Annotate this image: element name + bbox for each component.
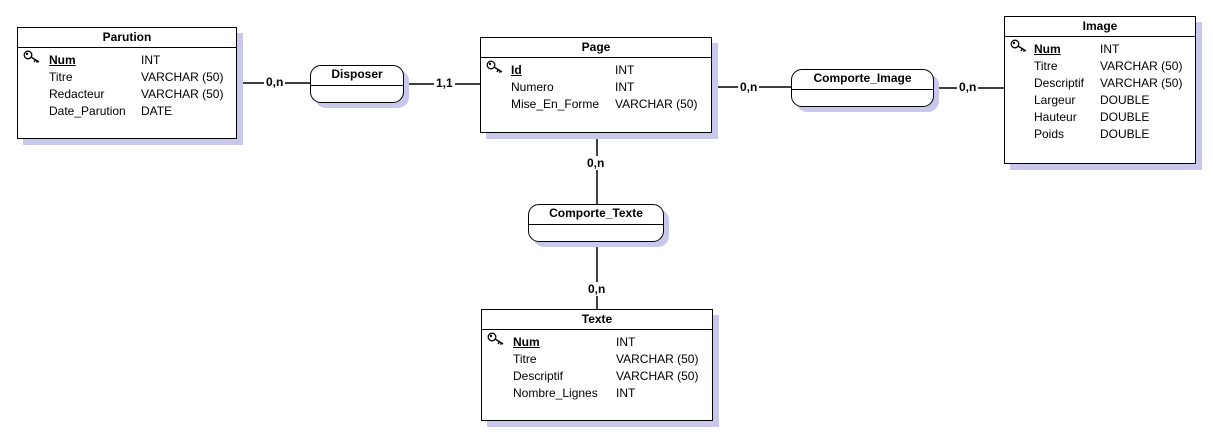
entity-texte[interactable]: Texte Num INT Titre VARCHAR (50) Descrip… [481, 309, 713, 421]
attribute-row: Titre VARCHAR (50) [18, 69, 236, 86]
attribute-type: INT [141, 53, 161, 67]
attribute-name: Titre [1034, 59, 1058, 73]
attribute-name: Date_Parution [49, 104, 126, 118]
attribute-row: Nombre_Lignes INT [482, 385, 712, 402]
attribute-type: VARCHAR (50) [616, 352, 699, 366]
attribute-name: Titre [49, 70, 73, 84]
attribute-name: Num [513, 335, 540, 349]
attribute-type: DOUBLE [1100, 110, 1150, 124]
entity-image[interactable]: Image Num INT Titre VARCHAR (50) Descrip… [1004, 16, 1196, 164]
cardinality-page-comporte-image: 0,n [738, 80, 760, 94]
cardinality-comporte-texte-texte: 0,n [586, 282, 608, 296]
attribute-name: Descriptif [513, 369, 564, 383]
cardinality-comporte-image-image: 0,n [957, 80, 979, 94]
cardinality-page-comporte-texte: 0,n [585, 156, 607, 170]
attribute-name: Nombre_Lignes [513, 386, 598, 400]
attribute-type: VARCHAR (50) [141, 70, 224, 84]
attribute-row: Largeur DOUBLE [1005, 92, 1195, 109]
attribute-name: Id [511, 63, 522, 77]
attribute-row: Descriptif VARCHAR (50) [482, 368, 712, 385]
key-icon [23, 50, 40, 63]
attribute-name: Descriptif [1034, 76, 1085, 90]
attribute-type: INT [615, 80, 635, 94]
attribute-row: Num INT [18, 52, 236, 69]
association-comporte-image[interactable]: Comporte_Image [791, 69, 934, 107]
attribute-type: VARCHAR (50) [1100, 59, 1183, 73]
attribute-row: Redacteur VARCHAR (50) [18, 86, 236, 103]
attribute-name: Redacteur [49, 87, 105, 101]
attribute-row: Hauteur DOUBLE [1005, 109, 1195, 126]
association-disposer[interactable]: Disposer [310, 65, 404, 103]
attribute-type: INT [616, 386, 636, 400]
attribute-type: DATE [141, 104, 173, 118]
attribute-name: Num [49, 53, 76, 67]
attribute-row: Descriptif VARCHAR (50) [1005, 75, 1195, 92]
attribute-type: VARCHAR (50) [141, 87, 224, 101]
attribute-type: VARCHAR (50) [615, 97, 698, 111]
attribute-type: VARCHAR (50) [1100, 76, 1183, 90]
attribute-row: Poids DOUBLE [1005, 126, 1195, 143]
attribute-type: INT [616, 335, 636, 349]
entity-title: Page [481, 38, 711, 58]
entity-title: Image [1005, 17, 1195, 37]
attribute-row: Titre VARCHAR (50) [1005, 58, 1195, 75]
attribute-row: Num INT [1005, 41, 1195, 58]
association-title: Comporte_Texte [529, 205, 663, 225]
attribute-row: Mise_En_Forme VARCHAR (50) [481, 96, 711, 113]
attribute-type: DOUBLE [1100, 93, 1150, 107]
attribute-name: Titre [513, 352, 537, 366]
attribute-row: Date_Parution DATE [18, 103, 236, 120]
attribute-name: Largeur [1034, 93, 1076, 107]
attribute-type: INT [1100, 42, 1120, 56]
attribute-row: Titre VARCHAR (50) [482, 351, 712, 368]
attribute-name: Mise_En_Forme [511, 97, 600, 111]
entity-page[interactable]: Page Id INT Numero INT Mise_En_Forme VAR… [480, 37, 712, 133]
attribute-type: DOUBLE [1100, 127, 1150, 141]
attribute-name: Poids [1034, 127, 1065, 141]
attribute-row: Numero INT [481, 79, 711, 96]
attribute-name: Num [1034, 42, 1061, 56]
attribute-row: Id INT [481, 62, 711, 79]
key-icon [487, 332, 504, 345]
attribute-row: Num INT [482, 334, 712, 351]
cardinality-parution-disposer: 0,n [264, 75, 286, 89]
association-comporte-texte[interactable]: Comporte_Texte [528, 204, 664, 242]
entity-parution[interactable]: Parution Num INT Titre VARCHAR (50) Reda… [17, 27, 237, 139]
attribute-name: Numero [511, 80, 554, 94]
cardinality-disposer-page: 1,1 [434, 76, 455, 90]
key-icon [486, 60, 503, 73]
association-title: Disposer [311, 66, 403, 86]
key-icon [1010, 39, 1027, 52]
attribute-type: VARCHAR (50) [616, 369, 699, 383]
entity-title: Texte [482, 310, 712, 330]
attribute-name: Hauteur [1034, 110, 1077, 124]
attribute-type: INT [615, 63, 635, 77]
entity-title: Parution [18, 28, 236, 48]
association-title: Comporte_Image [792, 70, 933, 90]
